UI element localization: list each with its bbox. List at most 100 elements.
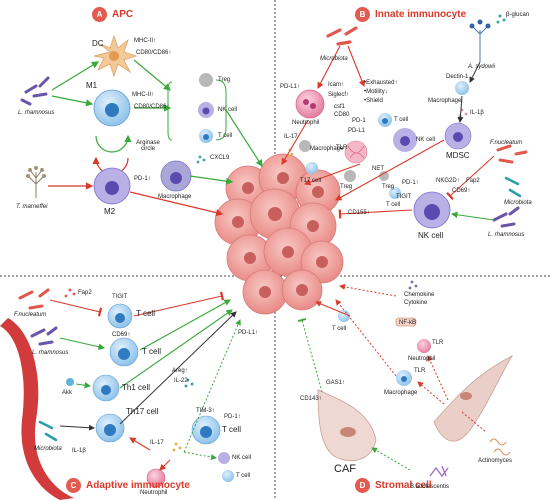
innate-graphics	[281, 14, 528, 229]
pd1-label-c: PD-1↑	[224, 414, 241, 420]
tim3-label: TIM-3↑	[196, 408, 215, 414]
caf-label: CAF	[334, 463, 356, 475]
il1b-label-b: IL-1β	[470, 110, 484, 116]
cd143-label: CD143↑	[300, 396, 322, 402]
microbiota-label-c: Microbiota	[34, 446, 62, 452]
quadrant-c-label: Adaptive immunocyte	[86, 480, 190, 491]
stromal-graphics	[297, 280, 514, 478]
t-marneffei-label: T. marneffei	[16, 204, 48, 210]
microbiota-label-b: Microbiota	[320, 56, 348, 62]
cxcl9-label: CXCL9	[210, 155, 230, 161]
il22-label: IL-22	[174, 378, 188, 384]
fap2-label-b: Fap2	[466, 178, 480, 184]
dc-label: DC	[92, 39, 104, 48]
cd155-label: CD155↑	[348, 210, 370, 216]
fap2-label-c: Fap2	[78, 290, 92, 296]
tlr1-label-d: TLR	[432, 340, 444, 346]
akk-label: Akk	[62, 390, 73, 396]
m2-pd1-label: PD-1↑	[134, 176, 151, 182]
il17-label-c: IL-17	[150, 440, 164, 446]
areg-label: Areg↑	[172, 368, 188, 374]
quadrant-c-title: C Adaptive immunocyte	[66, 478, 190, 493]
tcell2-label-c: T cell	[142, 347, 161, 356]
tcell-label-d: T cell	[332, 326, 347, 332]
neutrophil-label-b: Neutrophil	[292, 120, 320, 126]
tumor-mass	[214, 153, 344, 315]
beta-glucan-label: β-glucan	[506, 12, 530, 18]
quadrant-c-badge: C	[66, 478, 81, 493]
m1-label: M1	[86, 81, 98, 90]
quadrant-b-title: B Innate immunocyte	[355, 7, 466, 22]
tcell-label-b: T cell	[394, 117, 409, 123]
nkcell-label-b: NK cell	[416, 137, 436, 143]
th17-label: Th17 cell	[126, 407, 159, 416]
tcell1-label-c: T cell	[136, 309, 155, 318]
macrophage-label-b2: Macrophage	[428, 98, 462, 104]
tcell-label-a: T cell	[218, 133, 233, 139]
quadrant-d-badge: D	[355, 478, 370, 493]
tigit-label-c: TIGIT	[112, 294, 128, 300]
il1b-label-c: IL-1β	[72, 448, 86, 454]
neutrophil-label-c: Neutrophil	[140, 490, 168, 496]
quadrant-d-label: Stromal cell	[375, 480, 432, 491]
dectin-label: Dectin-1	[446, 74, 469, 80]
treg2-label: Treg	[382, 184, 395, 190]
nfkb-label: NF-kB	[399, 320, 416, 326]
m1-mhc-label: MHC-II↑	[132, 92, 154, 98]
mdsc-label: MDSC	[446, 151, 470, 160]
shield-label: •Shield	[364, 98, 383, 104]
th1-label: Th1 cell	[122, 383, 151, 392]
cd80-label-b: CD80	[334, 112, 350, 118]
icam-label: Icam↑	[328, 82, 345, 88]
tlr-label-b: TLR	[336, 145, 348, 151]
adaptive-graphics	[0, 288, 241, 500]
microbiota-label-b2: Microbiota	[504, 200, 532, 206]
treg-label-b: Treg	[340, 184, 353, 190]
motility-label: •Motility↓	[364, 89, 388, 95]
pd1-label-b: PD-1	[352, 118, 366, 124]
fnucleatum-label-c: F.nucleatum	[14, 312, 47, 318]
quadrant-b-label: Innate immunocyte	[375, 9, 467, 20]
cd69-label-b: CD69↑	[452, 188, 471, 194]
l-rhamnosus-label-a: L. rhamnosus	[18, 110, 55, 116]
l-rhamnosus-label-b: L. rhamnosus	[488, 232, 525, 238]
siglecf-label: Siglecf↑	[328, 92, 350, 98]
cytokine-label: Cytokine	[404, 300, 428, 306]
tlr2-label-d: TLR	[414, 368, 426, 374]
dc-cd80-label: CD80/CD86↑	[136, 50, 172, 56]
nk-label-c: NK cell	[232, 455, 252, 461]
tcell2-label-b: T cell	[386, 202, 401, 208]
macrophage-label-d: Macrophage	[384, 390, 418, 396]
nk-label-a: NK cell	[218, 107, 238, 113]
quadrant-b-badge: B	[355, 7, 370, 22]
tigit-label-b: TIGIT	[396, 194, 412, 200]
pdl1-label-c: PD-L1↑	[238, 330, 259, 336]
cd69-label-c: CD69↑	[112, 332, 131, 338]
pdl1b-label: PD-L1	[348, 128, 366, 134]
actinomyces-label: Actinomyces	[478, 458, 513, 464]
tcell4-label-c: T cell	[236, 473, 251, 479]
chemokine-label: Chemokine	[404, 292, 435, 298]
nk-label-b2: NK cell	[418, 231, 444, 240]
l-rhamnosus-label-c: L. rhamnosus	[32, 350, 69, 356]
arginase-circle-label: Arginase circle	[136, 140, 160, 153]
b-adolescentis-label: B.adolescentis	[410, 484, 450, 490]
quadrant-a-badge: A	[92, 7, 107, 22]
pd1b-label: PD-1↑	[402, 180, 419, 186]
macrophage-label-a: Macrophage	[158, 194, 192, 200]
apc-graphics	[20, 34, 263, 217]
dc-mhc-label: MHC-II↑	[134, 38, 156, 44]
m1-cd80-label: CD80/CD86↑	[134, 104, 170, 110]
neutrophil-label-d: Neutrophil	[408, 356, 436, 362]
csf1-label: csf1	[334, 104, 346, 110]
a-sydowii-label: A. sydowii	[468, 64, 496, 70]
t17-label: T17 cell	[300, 178, 322, 184]
fnucleatum-label-b: F.nucleatum	[490, 140, 523, 146]
gas1-label: GAS1↑	[326, 380, 346, 386]
quadrant-d-title: D Stromal cell	[355, 478, 432, 493]
nkg2d-label: NKG2D↑	[436, 178, 460, 184]
il17-label-b: IL-17	[284, 134, 298, 140]
tcell3-label-c: T cell	[222, 425, 241, 434]
